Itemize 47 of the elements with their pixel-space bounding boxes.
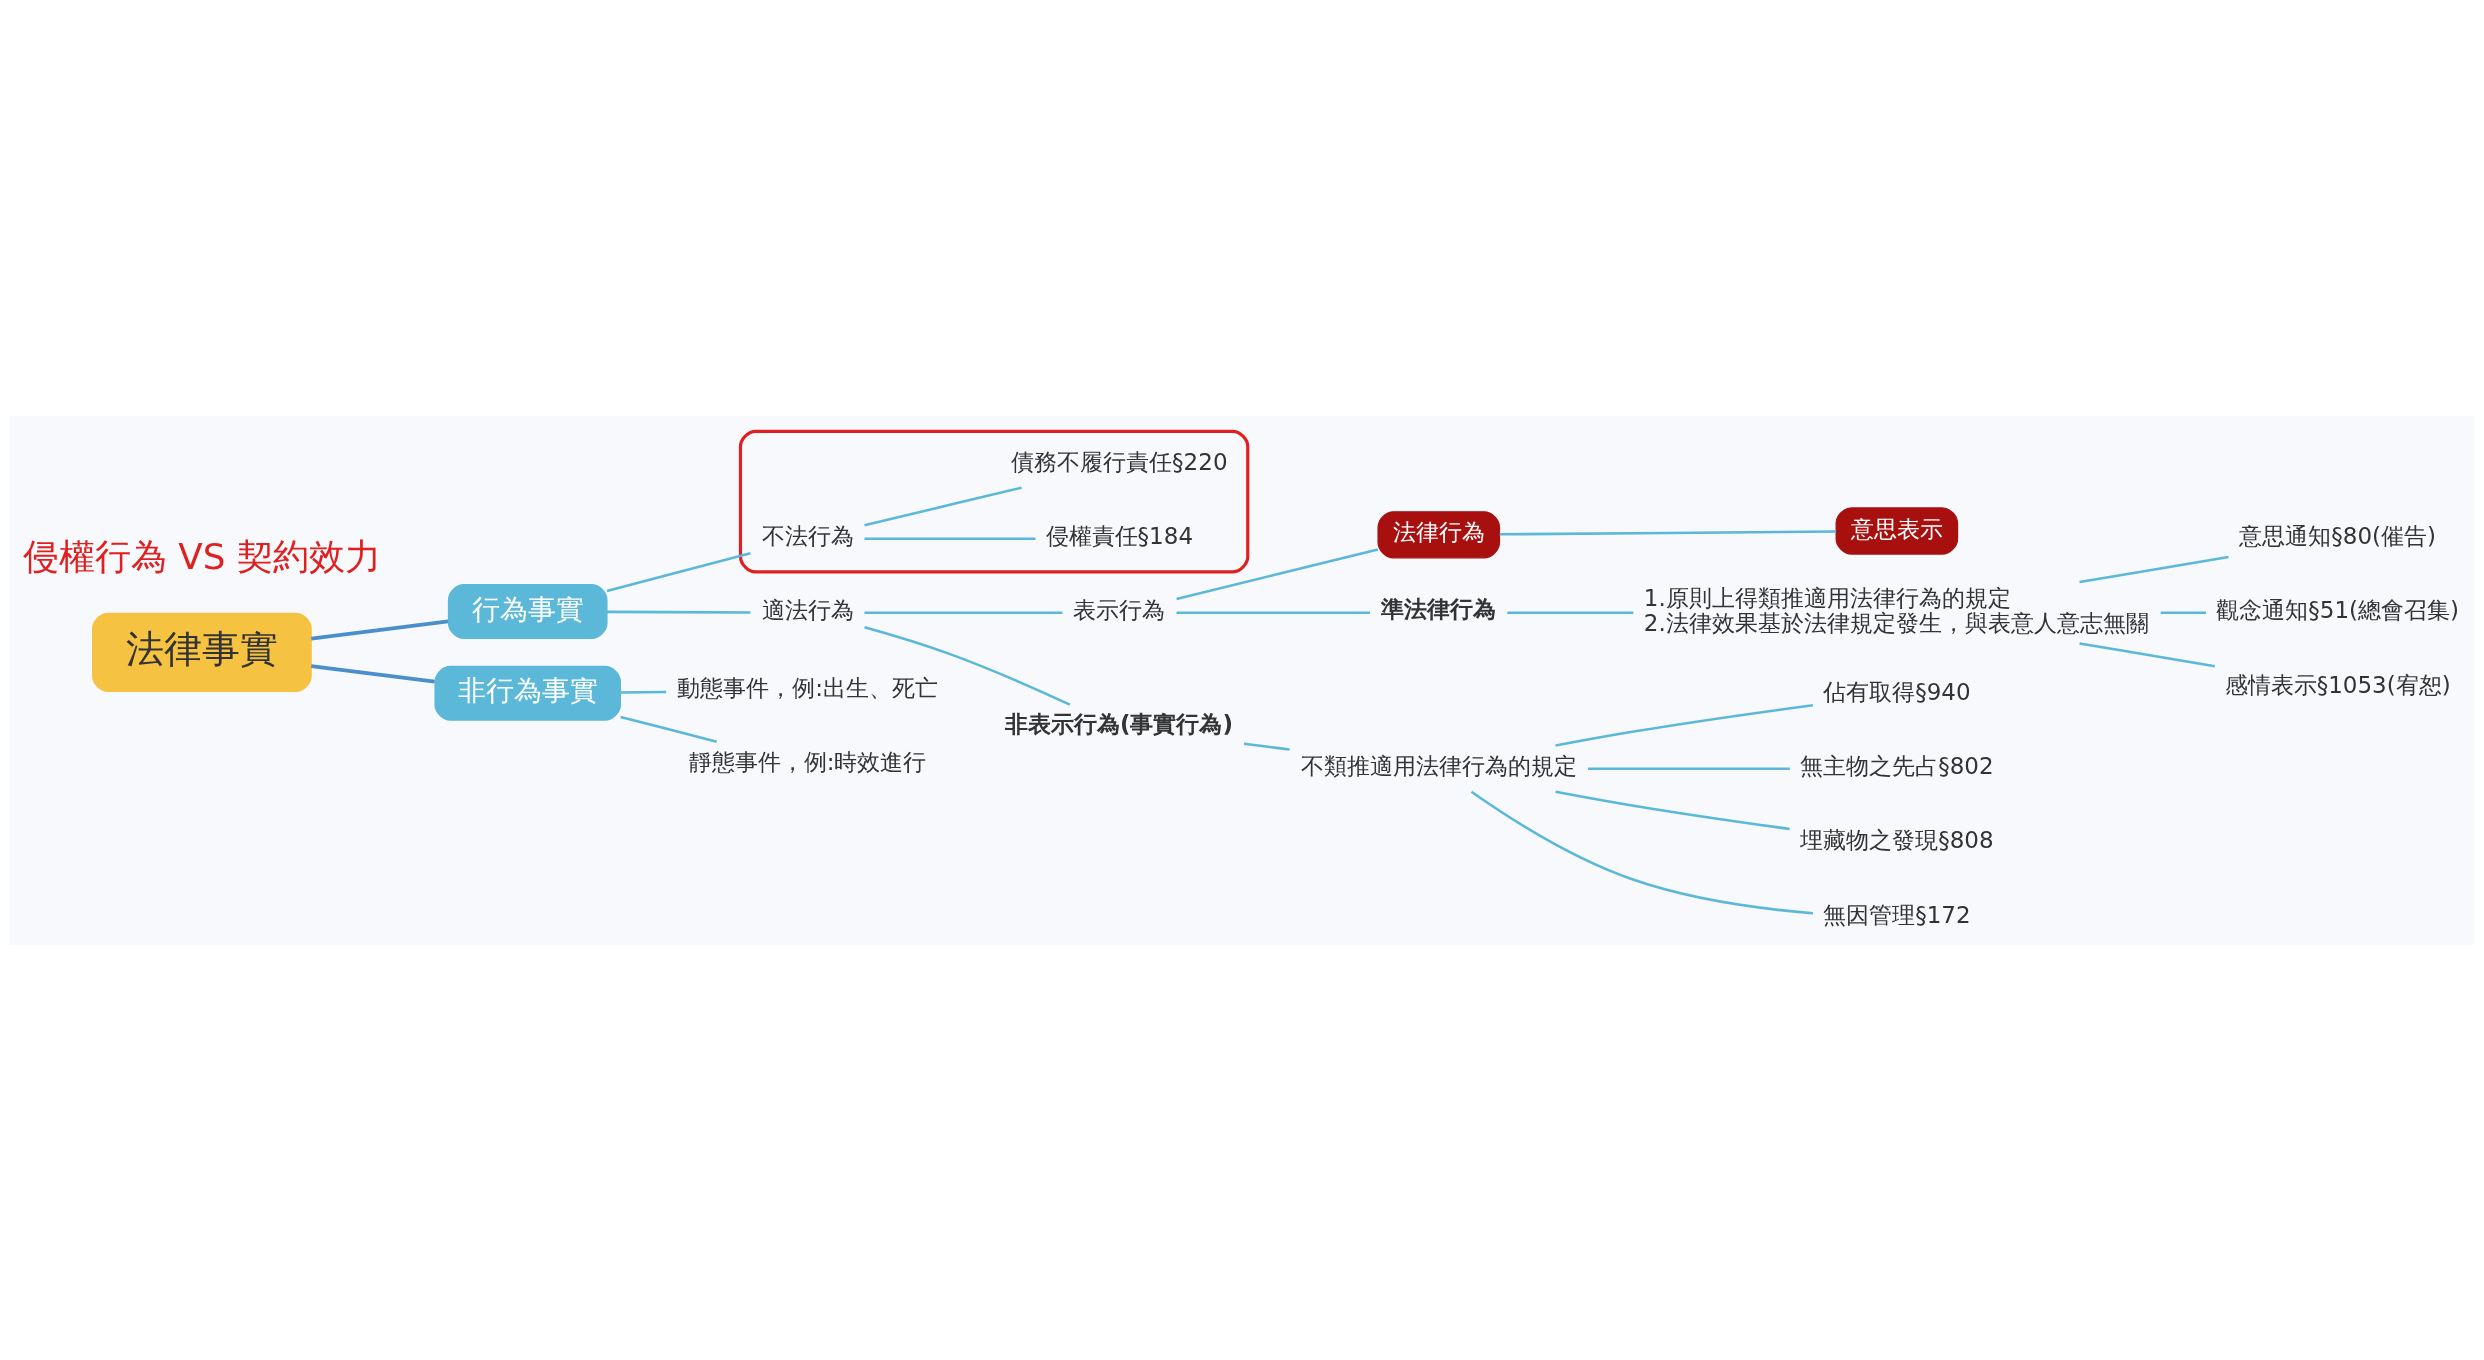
node-text: 觀念通知§51(總會召集)	[2216, 596, 2460, 623]
cluster	[738, 429, 1250, 573]
node-text: 佔有取得§940	[1823, 678, 1971, 705]
node-text: 埋藏物之發現§808	[1800, 826, 1994, 853]
node-box: 法律事實	[92, 612, 312, 692]
node-text: 準法律行為	[1380, 595, 1496, 622]
connector	[864, 485, 1022, 527]
node-text: 感情表示§1053(宥恕)	[2224, 671, 2451, 698]
node-text: 侵權責任§184	[1045, 522, 1194, 549]
connector	[2160, 611, 2206, 614]
node-text: 不類推適用法律行為的規定	[1300, 752, 1577, 779]
connector	[1555, 703, 1814, 747]
node-text: 無因管理§172	[1823, 901, 1971, 928]
connector	[1587, 766, 1790, 770]
connector	[311, 619, 449, 641]
node-text: 動態事件，例:出生、死亡	[677, 674, 938, 701]
connector	[311, 663, 435, 684]
node-text: 意思通知§80(催告)	[2239, 522, 2437, 549]
connector	[1243, 741, 1290, 751]
node-text: 表示行為	[1073, 596, 1166, 623]
connector	[1499, 529, 1837, 536]
node-box: 法律行為	[1377, 510, 1501, 558]
connector	[1176, 611, 1371, 614]
connector	[864, 611, 1063, 614]
connector	[620, 690, 667, 694]
connector	[864, 536, 1036, 540]
connector	[2079, 641, 2215, 668]
connector	[1555, 789, 1790, 830]
node-text: 非表示行為(事實行為)	[1004, 710, 1233, 737]
node-text: 不法行為	[761, 522, 854, 549]
node-text: 債務不履行責任§220	[1011, 448, 1228, 475]
connector	[2079, 555, 2229, 583]
node-box: 非行為事實	[434, 665, 621, 721]
connector	[1176, 547, 1379, 600]
node-text: 1.原則上得類推適用法律行為的規定 2.法律效果基於法律規定發生，與表意人意志無關	[1643, 584, 2149, 636]
connector	[1507, 611, 1634, 614]
connector	[606, 551, 751, 592]
connector	[864, 625, 1071, 706]
connector	[1470, 790, 1813, 914]
node-text: 靜態事件，例:時效進行	[688, 748, 927, 775]
label: 侵權行為 VS 契約效力	[22, 535, 381, 577]
node-box: 意思表示	[1835, 506, 1959, 555]
connector	[620, 715, 718, 743]
connector	[606, 610, 751, 614]
node-text: 無主物之先占§802	[1800, 752, 1994, 779]
node-box: 行為事實	[447, 583, 608, 639]
node-text: 適法行為	[761, 596, 854, 623]
